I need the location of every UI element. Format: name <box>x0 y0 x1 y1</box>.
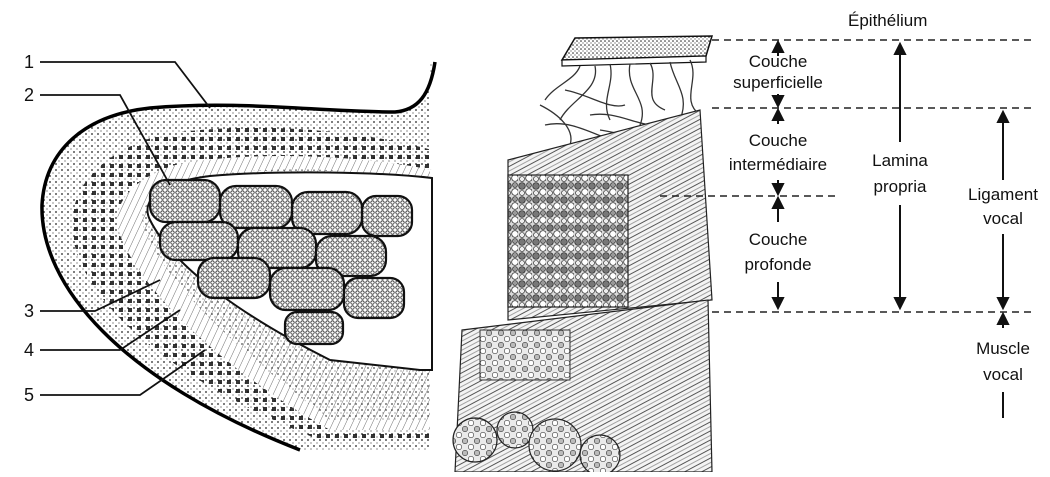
label-muscle-1: Muscle <box>976 339 1030 358</box>
callout-1: 1 <box>24 52 34 72</box>
label-superficial-2: superficielle <box>733 73 823 92</box>
label-lamina-2: propria <box>874 177 927 196</box>
label-intermediate-1: Couche <box>749 131 808 150</box>
callout-4: 4 <box>24 340 34 360</box>
dimension-arrows <box>773 42 1008 418</box>
deep-layer-cells <box>508 175 628 307</box>
label-intermediate-2: intermédiaire <box>729 155 827 174</box>
label-ligament-1: Ligament <box>968 185 1038 204</box>
label-epithelium: Épithélium <box>848 11 927 30</box>
tissue-block <box>453 36 712 472</box>
label-deep-2: profonde <box>744 255 811 274</box>
label-muscle-2: vocal <box>983 365 1023 384</box>
callout-5: 5 <box>24 385 34 405</box>
layer-labels: Épithélium Couche superficielle Couche i… <box>729 11 1038 384</box>
callout-3: 3 <box>24 301 34 321</box>
callout-2: 2 <box>24 85 34 105</box>
left-cross-section: 1 2 3 4 5 <box>24 52 435 450</box>
label-superficial-1: Couche <box>749 52 808 71</box>
label-lamina-1: Lamina <box>872 151 928 170</box>
layer-boundaries <box>660 40 1032 312</box>
label-ligament-2: vocal <box>983 209 1023 228</box>
label-deep-1: Couche <box>749 230 808 249</box>
